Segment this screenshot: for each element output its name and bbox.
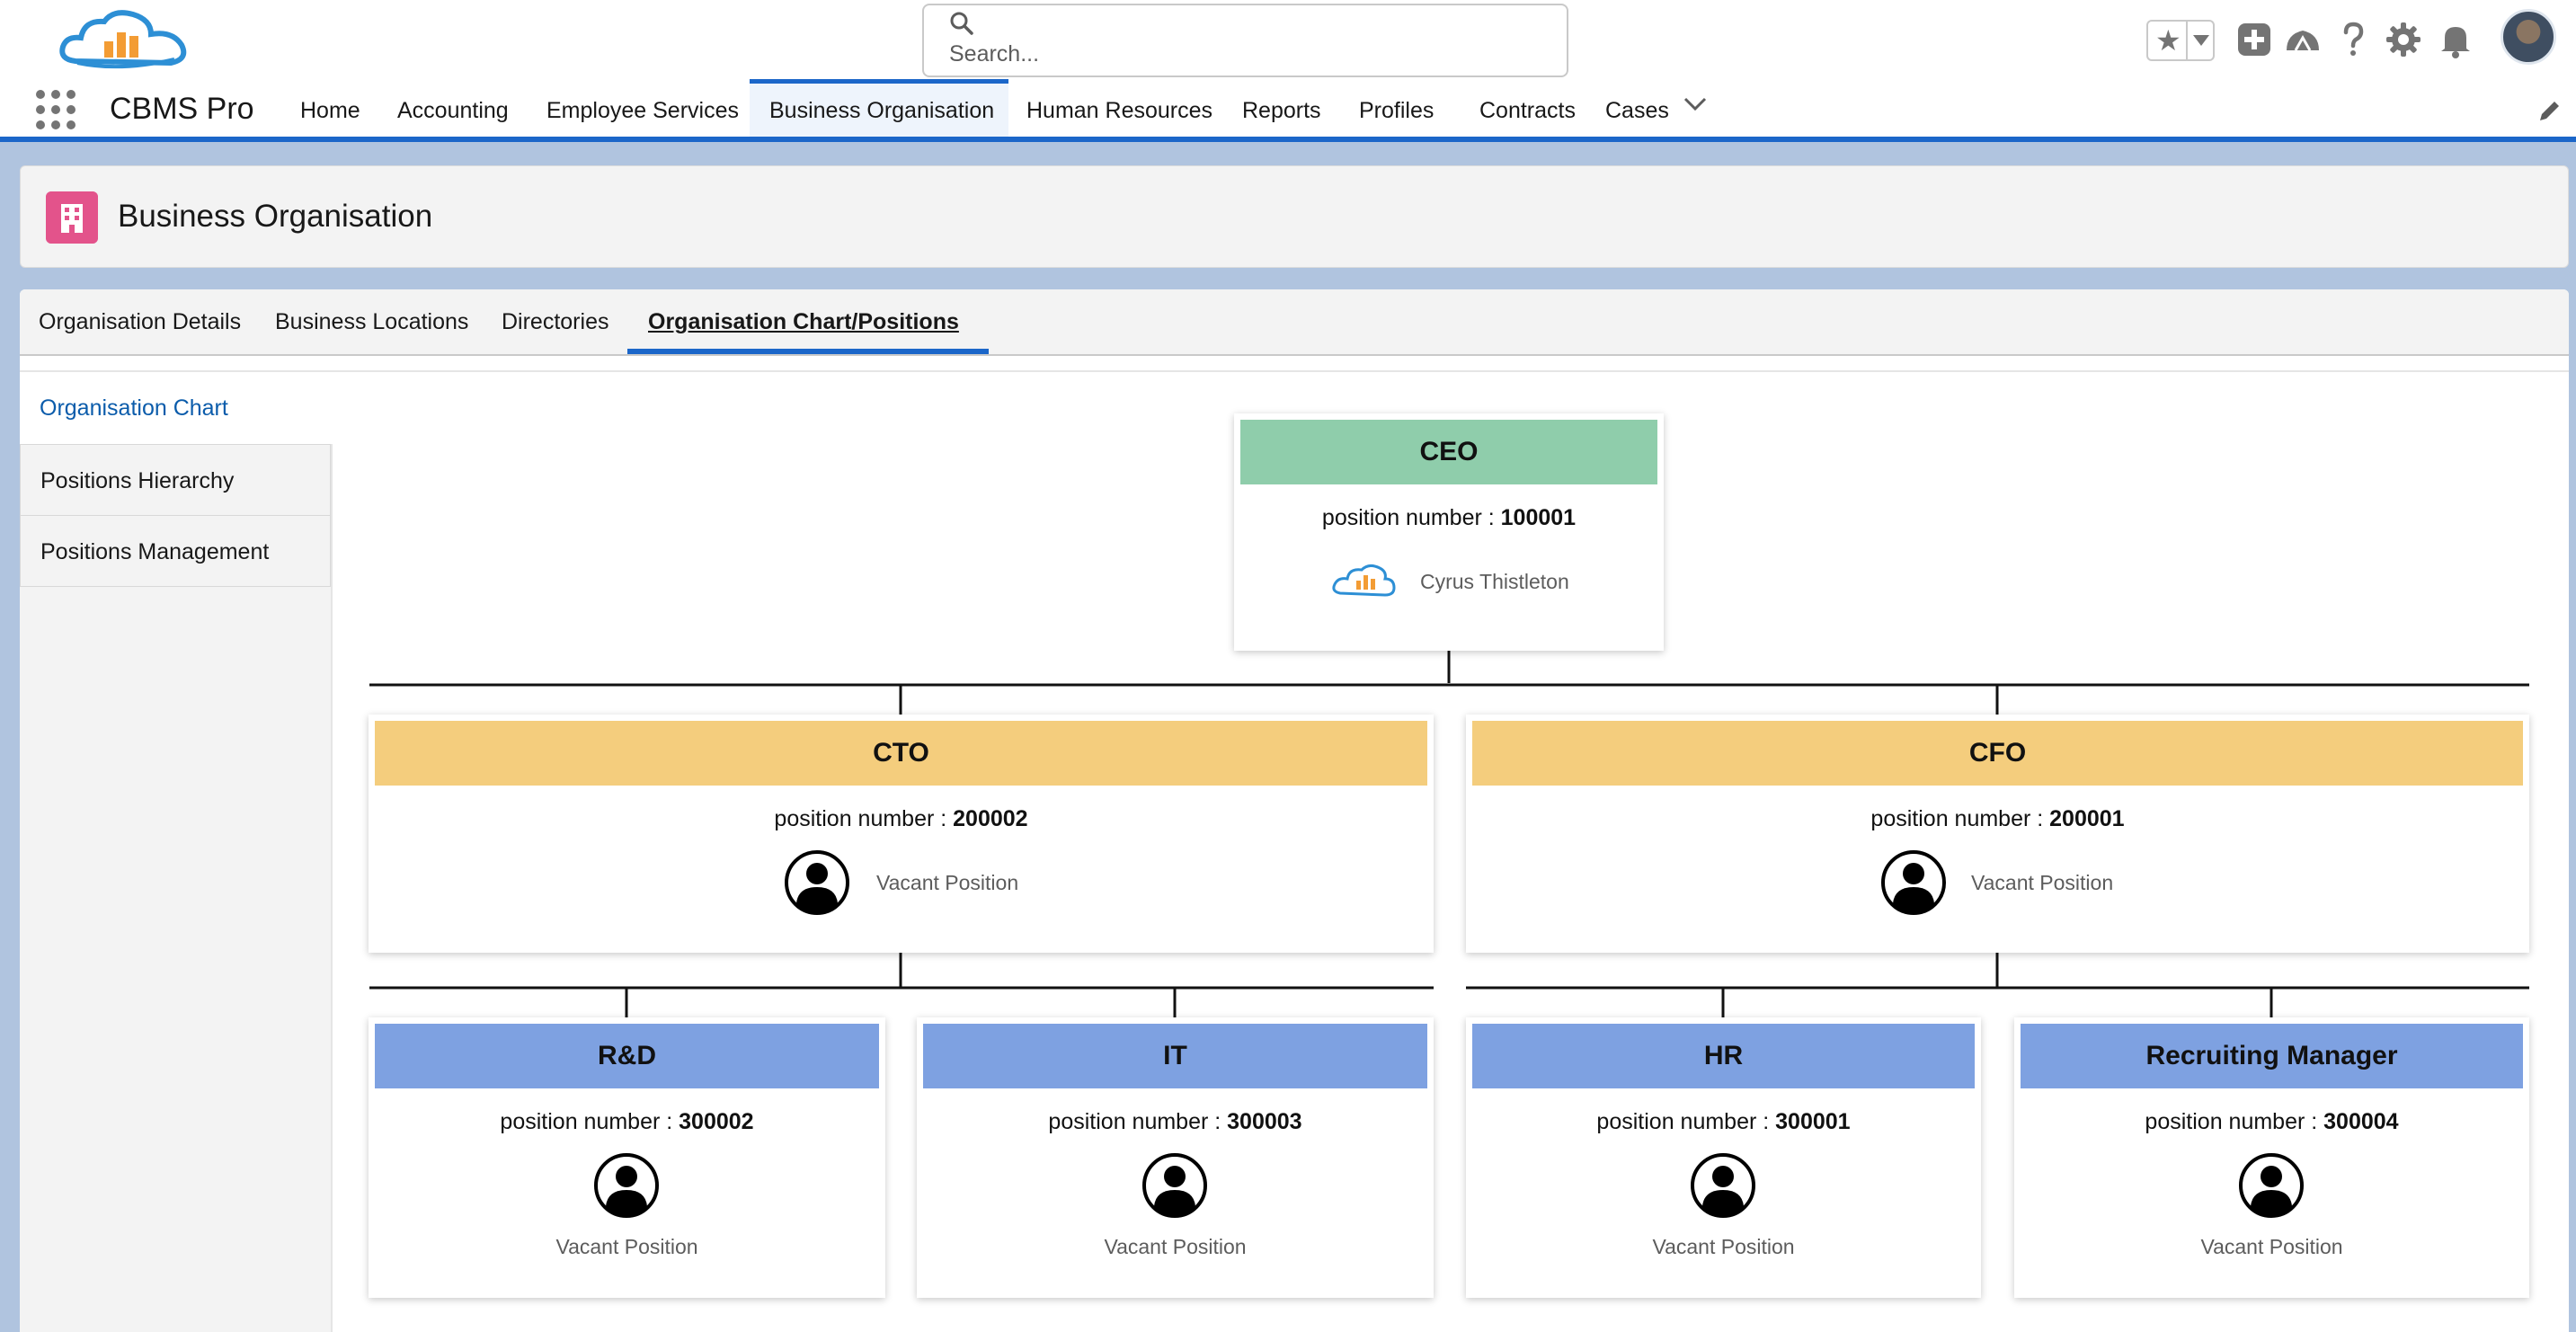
app-launcher-icon[interactable]: [36, 90, 76, 129]
company-logo-avatar-icon: [1332, 564, 1396, 597]
sidebar-item-label: Positions Management: [40, 539, 270, 564]
tab-organisation-chart-positions[interactable]: Organisation Chart/Positions: [648, 309, 959, 334]
holder-name: Vacant Position: [2200, 1235, 2343, 1258]
building-icon: [46, 191, 98, 244]
sidebar-item-label: Positions Hierarchy: [40, 468, 235, 493]
sidebar-item-organisation-chart[interactable]: Organisation Chart: [20, 372, 331, 444]
nav-item-human-resources[interactable]: Human Resources: [1026, 98, 1213, 123]
position-holder: Vacant Position: [2014, 1152, 2529, 1278]
nav-item-accounting[interactable]: Accounting: [397, 98, 509, 123]
position-number: position number : 300001: [1596, 1109, 1851, 1134]
node-title: HR: [1472, 1024, 1975, 1088]
org-node-cfo[interactable]: CFO position number : 200001 Vacant Posi…: [1466, 715, 2529, 953]
sidebar-item-positions-hierarchy[interactable]: Positions Hierarchy: [20, 444, 331, 516]
position-number: position number : 300004: [2145, 1109, 2399, 1134]
search-input[interactable]: Search...: [949, 41, 1040, 67]
sub-navigation: Organisation Chart Positions Hierarchy P…: [20, 372, 333, 1332]
search-icon: [950, 12, 973, 35]
org-node-recruiting-manager[interactable]: Recruiting Manager position number : 300…: [2014, 1017, 2529, 1298]
add-icon[interactable]: [2234, 20, 2274, 59]
favorites-button[interactable]: ★: [2146, 20, 2215, 61]
position-holder: Vacant Position: [369, 849, 1434, 918]
nav-item-contracts[interactable]: Contracts: [1479, 98, 1576, 123]
position-number: position number : 300003: [1048, 1109, 1302, 1134]
tab-directories[interactable]: Directories: [502, 309, 609, 334]
global-search-box[interactable]: Search...: [922, 4, 1568, 77]
position-number: position number : 300002: [500, 1109, 754, 1134]
sidebar-item-label: Organisation Chart: [40, 395, 228, 421]
org-node-it[interactable]: IT position number : 300003 Vacant Posit…: [917, 1017, 1434, 1298]
node-title: R&D: [375, 1024, 879, 1088]
chevron-down-icon[interactable]: [2193, 35, 2209, 46]
position-number: position number : 100001: [1321, 505, 1577, 530]
org-node-ceo[interactable]: CEO position number : 100001 Cyrus Thist…: [1234, 413, 1664, 651]
app-navigation-bar: CBMS Pro Home Accounting Employee Servic…: [0, 79, 2576, 142]
holder-name: Cyrus Thistleton: [1420, 570, 1569, 593]
org-node-hr[interactable]: HR position number : 300001 Vacant Posit…: [1466, 1017, 1981, 1298]
person-avatar-icon: [1691, 1153, 1755, 1218]
page-header: Business Organisation: [20, 165, 2569, 268]
nav-item-employee-services[interactable]: Employee Services: [546, 98, 739, 123]
person-avatar-icon: [2239, 1153, 2304, 1218]
position-holder: Vacant Position: [917, 1152, 1434, 1278]
gear-icon[interactable]: [2384, 20, 2423, 59]
person-avatar-icon: [785, 850, 849, 915]
nav-item-home[interactable]: Home: [300, 98, 360, 123]
node-title: Recruiting Manager: [2021, 1024, 2523, 1088]
person-avatar-icon: [1881, 850, 1946, 915]
org-node-rnd[interactable]: R&D position number : 300002 Vacant Posi…: [369, 1017, 885, 1298]
holder-name: Vacant Position: [1104, 1235, 1247, 1258]
position-holder: Vacant Position: [1466, 1152, 1981, 1278]
holder-name: Vacant Position: [1971, 871, 2114, 894]
tab-organisation-details[interactable]: Organisation Details: [39, 309, 242, 334]
node-title: CFO: [1472, 721, 2523, 786]
nav-item-cases[interactable]: Cases: [1605, 98, 1669, 123]
global-header: Search... ★: [0, 0, 2576, 79]
user-avatar[interactable]: [2500, 9, 2556, 65]
position-holder: Vacant Position: [1466, 849, 2529, 918]
person-avatar-icon: [594, 1153, 659, 1218]
app-name: CBMS Pro: [110, 92, 254, 126]
help-icon[interactable]: [2333, 20, 2373, 59]
app-logo-icon[interactable]: [58, 7, 192, 70]
sidebar-item-positions-management[interactable]: Positions Management: [20, 515, 331, 587]
org-node-cto[interactable]: CTO position number : 200002 Vacant Posi…: [369, 715, 1434, 953]
tab-business-locations[interactable]: Business Locations: [275, 309, 469, 334]
position-number: position number : 200002: [774, 806, 1028, 831]
node-title: CTO: [375, 721, 1427, 786]
holder-name: Vacant Position: [1652, 1235, 1795, 1258]
edit-nav-pencil-icon[interactable]: [2536, 97, 2563, 124]
star-icon: ★: [2155, 24, 2181, 57]
position-holder: Vacant Position: [369, 1152, 885, 1278]
trailhead-icon[interactable]: [2283, 20, 2323, 59]
nav-item-business-organisation[interactable]: Business Organisation: [750, 79, 1008, 137]
person-avatar-icon: [1142, 1153, 1207, 1218]
chevron-down-icon[interactable]: [1683, 95, 1708, 113]
page-title: Business Organisation: [118, 199, 433, 234]
holder-name: Vacant Position: [555, 1235, 698, 1258]
position-holder: Cyrus Thistleton: [1234, 548, 1664, 617]
node-title: IT: [923, 1024, 1427, 1088]
holder-name: Vacant Position: [876, 871, 1019, 894]
node-title: CEO: [1240, 420, 1657, 484]
nav-item-profiles[interactable]: Profiles: [1359, 98, 1435, 123]
position-number: position number : 200001: [1870, 806, 2125, 831]
notifications-bell-icon[interactable]: [2436, 20, 2475, 59]
record-tabs: Organisation Details Business Locations …: [20, 289, 2569, 356]
nav-item-reports[interactable]: Reports: [1242, 98, 1321, 123]
active-tab-indicator: [627, 349, 989, 354]
